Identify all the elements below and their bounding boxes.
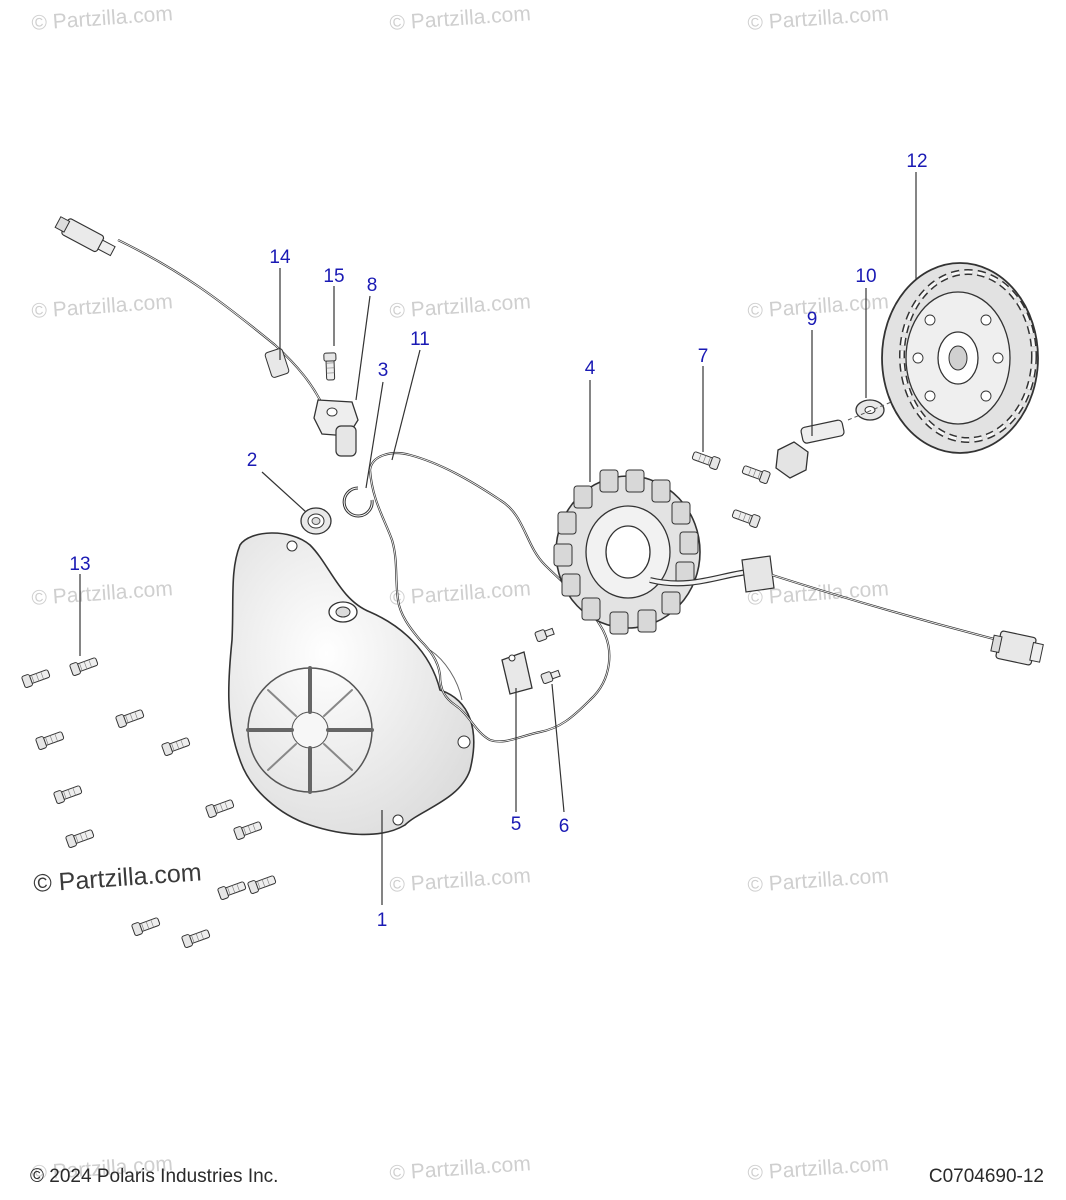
part-13-bolt: [180, 927, 212, 949]
part-12-flywheel: [881, 262, 1039, 454]
watermark-prominent: © Partzilla.com: [32, 858, 202, 898]
callout-11: 11: [410, 329, 430, 350]
part-2-bearing: [300, 507, 332, 535]
part-13-bolt: [130, 915, 162, 937]
part-4-stator: [553, 469, 1044, 666]
callout-13: 13: [69, 554, 90, 575]
part-13-bolt: [232, 819, 264, 841]
callout-4: 4: [585, 358, 596, 379]
part-11-gasket-inner: [369, 452, 610, 742]
part-5-plate: [501, 651, 533, 695]
part-6-screw: [534, 627, 555, 643]
callout-3: 3: [378, 360, 389, 381]
part-13-bolt: [68, 655, 100, 677]
part-3-snap-ring: [342, 486, 374, 518]
watermark-text: © Partzilla.com: [389, 2, 532, 35]
callouts: 1 2 3 4 5 6 7 8 9 10 11 12 13 14 15: [69, 151, 927, 931]
watermark-text: © Partzilla.com: [747, 864, 890, 897]
part-7-bolt: [690, 449, 722, 471]
diagram-code: C0704690-12: [928, 1166, 1044, 1187]
watermark-text: © Partzilla.com: [389, 1152, 532, 1185]
watermark-text: © Partzilla.com: [389, 290, 532, 323]
part-6-screw: [540, 669, 561, 685]
callout-6: 6: [559, 816, 570, 837]
part-13-bolt: [216, 879, 248, 901]
part-13-bolt: [34, 729, 66, 751]
callout-15: 15: [323, 266, 344, 287]
part-13-bolt: [204, 797, 236, 819]
part-13-bolt: [114, 707, 146, 729]
callout-8: 8: [367, 275, 378, 296]
copyright-text: © 2024 Polaris Industries Inc.: [30, 1166, 279, 1187]
leader-lines: [79, 172, 917, 905]
part-14-sensor-harness: [54, 216, 321, 401]
callout-5: 5: [511, 814, 522, 835]
part-8-sensor: [313, 399, 359, 457]
callout-2: 2: [247, 450, 258, 471]
callout-7: 7: [698, 346, 709, 367]
part-9-flywheel-bolt: [775, 419, 845, 479]
callout-12: 12: [906, 151, 927, 172]
callout-9: 9: [807, 309, 818, 330]
watermark-text: © Partzilla.com: [31, 2, 174, 35]
callout-1: 1: [377, 910, 388, 931]
part-10-washer: [855, 399, 885, 421]
watermark-text: © Partzilla.com: [747, 290, 890, 323]
part-13-bolt: [52, 783, 84, 805]
watermark-text: © Partzilla.com: [389, 577, 532, 610]
callout-14: 14: [269, 247, 291, 268]
watermarks: © Partzilla.com © Partzilla.com © Partzi…: [31, 2, 890, 1185]
watermark-text: © Partzilla.com: [31, 577, 174, 610]
part-7-bolt: [740, 463, 772, 485]
part-13-bolt: [20, 667, 52, 689]
part-7-bolt: [730, 507, 762, 529]
watermark-text: © Partzilla.com: [747, 1152, 890, 1185]
part-13-bolt: [246, 873, 278, 895]
callout-10: 10: [855, 266, 876, 287]
part-13-bolt: [160, 735, 192, 757]
part-13-bolt: [64, 827, 96, 849]
part-15-bolt: [323, 352, 338, 381]
watermark-text: © Partzilla.com: [389, 864, 532, 897]
part-1-stator-cover: [227, 532, 475, 836]
watermark-text: © Partzilla.com: [747, 2, 890, 35]
watermark-text: © Partzilla.com: [31, 290, 174, 323]
